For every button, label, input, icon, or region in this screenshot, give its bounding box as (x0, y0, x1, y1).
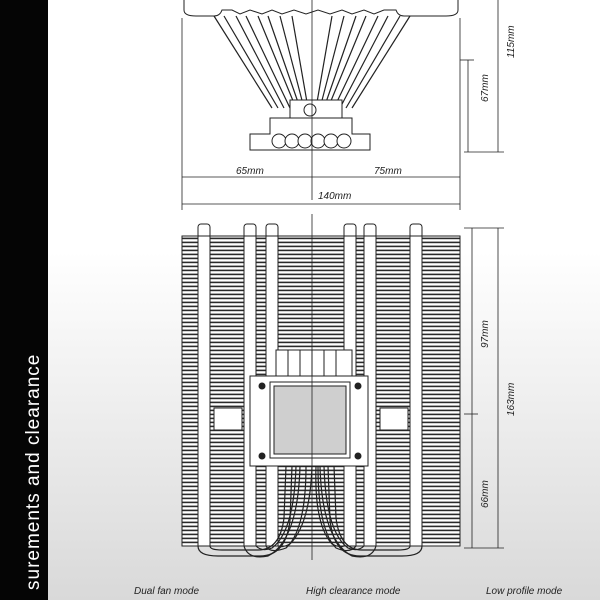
sidebar-panel: surements and clearance (0, 0, 48, 600)
bottom-depth-label: 66mm (480, 480, 491, 508)
dimension-lines-plan (311, 214, 504, 560)
top-depth-label: 97mm (480, 320, 491, 348)
side-elevation-view (183, 0, 459, 151)
low-profile-mode-label: Low profile mode (486, 586, 563, 597)
right-width-label: 75mm (374, 166, 402, 177)
base-height-label: 67mm (480, 74, 491, 102)
left-width-label: 65mm (236, 166, 264, 177)
total-depth-label: 163mm (506, 383, 517, 416)
total-width-label: 140mm (318, 191, 351, 202)
dimension-lines-top (181, 0, 504, 210)
dual-fan-mode-label: Dual fan mode (134, 586, 200, 597)
total-height-label: 115mm (506, 25, 517, 58)
high-clearance-mode-label: High clearance mode (306, 586, 401, 597)
plan-view (181, 223, 461, 558)
